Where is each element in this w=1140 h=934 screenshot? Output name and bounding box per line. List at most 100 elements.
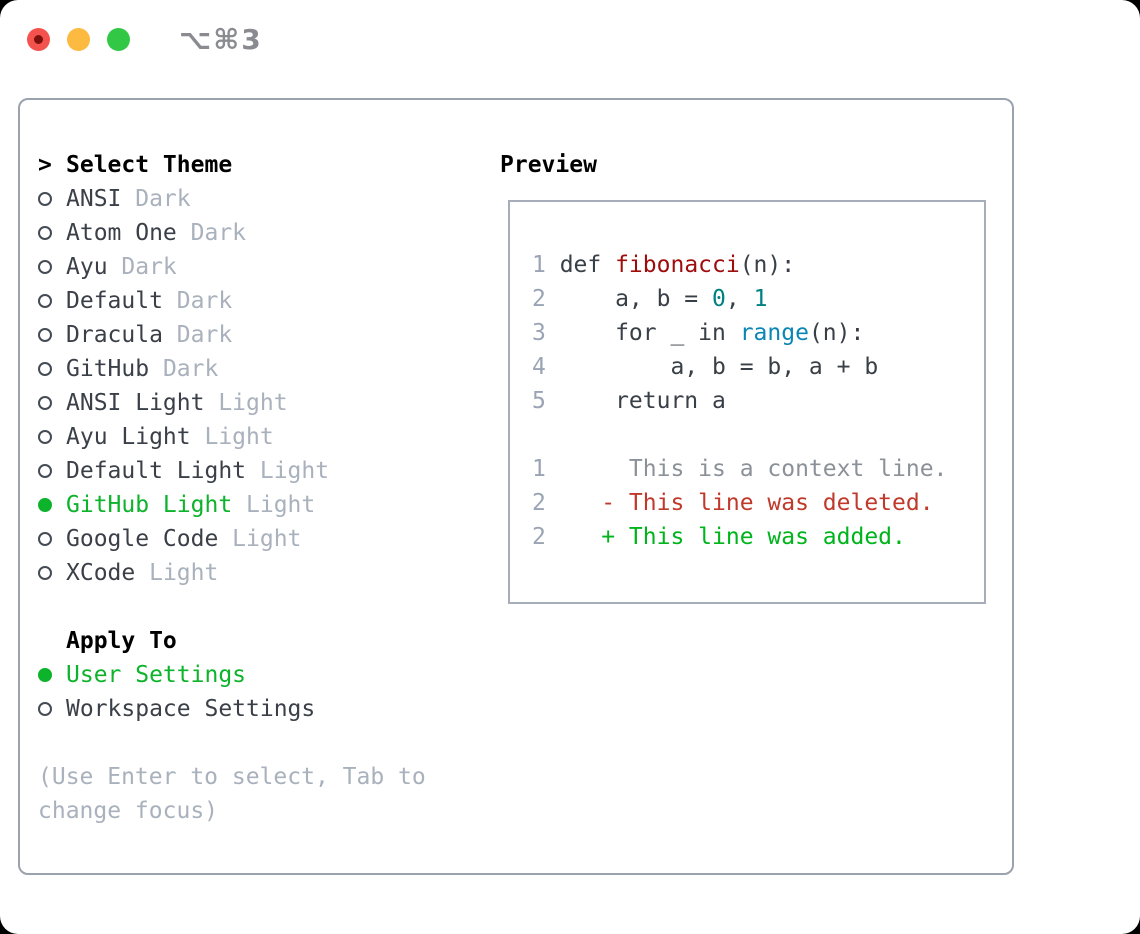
theme-variant-tag: Light <box>246 492 316 518</box>
token-deleted: - This line was deleted. <box>559 490 934 516</box>
close-button[interactable] <box>27 27 50 51</box>
line-number: 2 <box>532 524 546 550</box>
token-plain: a, b = b, a + b <box>559 354 879 380</box>
token-plain: (n): <box>808 320 865 346</box>
option-label: Default <box>66 288 163 314</box>
theme-variant-tag: Dark <box>121 254 177 280</box>
radio-cell <box>38 294 66 308</box>
radio-unselected-icon <box>38 702 52 716</box>
select-theme-heading: Select Theme <box>66 152 233 178</box>
titlebar: ⌥⌘3 <box>0 0 1140 78</box>
option-label: GitHub Light <box>66 492 233 518</box>
apply-to-heading-row: Apply To <box>38 624 500 658</box>
theme-option-xcode[interactable]: XCode Light <box>38 556 500 590</box>
option-label: User Settings <box>66 662 247 688</box>
code-line: 3 for _ in range(n): <box>532 316 984 350</box>
focus-cursor-icon: > <box>38 152 52 178</box>
radio-cell <box>38 192 66 206</box>
theme-option-default-light[interactable]: Default Light Light <box>38 454 500 488</box>
token-context: This is a context line. <box>559 456 948 482</box>
token-plain: def <box>559 252 616 278</box>
keyboard-hint: (Use Enter to select, Tab to change focu… <box>38 764 426 824</box>
option-label: Google Code <box>66 526 219 552</box>
radio-cell <box>38 362 66 376</box>
radio-unselected-icon <box>38 430 52 444</box>
radio-unselected-icon <box>38 362 52 376</box>
radio-cell <box>38 702 66 716</box>
line-number: 1 <box>532 456 546 482</box>
select-theme-heading-row: > Select Theme <box>38 148 500 182</box>
theme-variant-tag: Light <box>149 560 219 586</box>
apply-option-workspace-settings[interactable]: Workspace Settings <box>38 692 500 726</box>
radio-unselected-icon <box>38 532 52 546</box>
theme-variant-tag: Dark <box>176 288 233 314</box>
radio-unselected-icon <box>38 294 52 308</box>
line-number: 3 <box>532 320 546 346</box>
diff-line: 2 - This line was deleted. <box>532 486 984 520</box>
theme-variant-tag: Dark <box>190 220 247 246</box>
token-builtin: range <box>739 320 809 346</box>
theme-variant-tag: Light <box>218 390 288 416</box>
radio-unselected-icon <box>38 464 52 478</box>
close-dot-icon <box>34 34 43 44</box>
option-label: Ayu Light <box>66 424 191 450</box>
apply-option-user-settings[interactable]: User Settings <box>38 658 500 692</box>
code-line: 4 a, b = b, a + b <box>532 350 984 384</box>
radio-cell <box>38 566 66 580</box>
token-plain: (n): <box>739 252 796 278</box>
blank-line <box>532 418 984 452</box>
theme-variant-tag: Dark <box>135 186 191 212</box>
theme-variant-tag: Light <box>232 526 302 552</box>
radio-cell <box>38 668 66 682</box>
diff-line: 2 + This line was added. <box>532 520 984 554</box>
option-label: Default Light <box>66 458 247 484</box>
theme-option-ansi[interactable]: ANSI Dark <box>38 182 500 216</box>
diff-line: 1 This is a context line. <box>532 452 984 486</box>
option-label: Dracula <box>66 322 163 348</box>
line-number: 1 <box>532 252 546 278</box>
preview-heading: Preview <box>500 152 597 178</box>
radio-unselected-icon <box>38 396 52 410</box>
token-plain: , <box>725 286 754 312</box>
theme-option-ayu-light[interactable]: Ayu Light Light <box>38 420 500 454</box>
radio-cell <box>38 226 66 240</box>
window-title: ⌥⌘3 <box>179 22 263 56</box>
apply-to-heading: Apply To <box>66 628 177 654</box>
option-label: Ayu <box>66 254 108 280</box>
zoom-button[interactable] <box>107 27 130 51</box>
token-plain: a, b = <box>559 286 713 312</box>
theme-option-default[interactable]: Default Dark <box>38 284 500 318</box>
option-label: GitHub <box>66 356 150 382</box>
token-plain: return a <box>559 388 726 414</box>
theme-option-atom-one[interactable]: Atom One Dark <box>38 216 500 250</box>
code-line: 2 a, b = 0, 1 <box>532 282 984 316</box>
theme-option-google-code[interactable]: Google Code Light <box>38 522 500 556</box>
theme-option-ayu[interactable]: Ayu Dark <box>38 250 500 284</box>
radio-selected-icon <box>38 498 52 512</box>
radio-cell <box>38 464 66 478</box>
radio-cell <box>38 532 66 546</box>
option-label: Workspace Settings <box>66 696 316 722</box>
option-label: XCode <box>66 560 136 586</box>
token-num: 1 <box>753 286 768 312</box>
option-label: Atom One <box>66 220 177 246</box>
theme-variant-tag: Light <box>204 424 274 450</box>
theme-option-github-light[interactable]: GitHub Light Light <box>38 488 500 522</box>
token-plain: for _ in <box>559 320 740 346</box>
spacer <box>38 726 500 760</box>
code-line: 5 return a <box>532 384 984 418</box>
radio-unselected-icon <box>38 328 52 342</box>
token-added: + This line was added. <box>559 524 906 550</box>
minimize-button[interactable] <box>67 27 90 51</box>
option-label: ANSI <box>66 186 122 212</box>
radio-unselected-icon <box>38 192 52 206</box>
radio-cell <box>38 328 66 342</box>
theme-variant-tag: Light <box>259 458 330 484</box>
